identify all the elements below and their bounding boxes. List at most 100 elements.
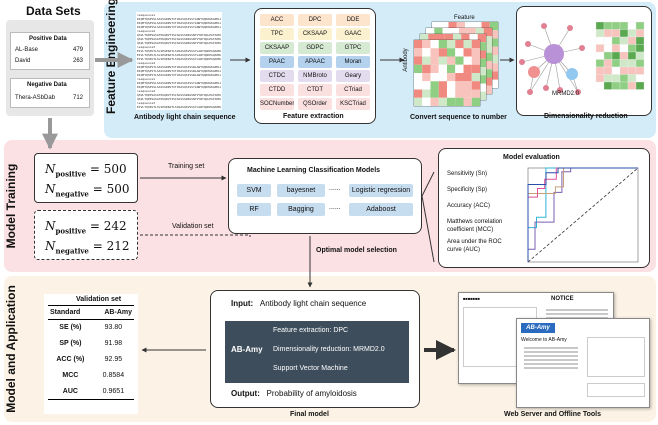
- validation-set-box: Npositive = 242 Nnegative = 212: [34, 210, 138, 260]
- dataset-count: 712: [73, 95, 84, 101]
- matrix-cell: [436, 34, 445, 43]
- feature-chip: CTriad: [336, 84, 370, 96]
- matrix-cell: [471, 97, 480, 106]
- matrix-cell: [463, 64, 472, 73]
- matrix-cell: [422, 64, 431, 73]
- matrix-cell: [463, 48, 472, 57]
- matrix-cell: [447, 64, 456, 73]
- optimal-selection-label: Optimal model selection: [316, 247, 397, 254]
- sequence-line: QSVLTQPPSASGTPGQRVTISCSGSSSNIGSNYVYWYQQL…: [137, 41, 221, 45]
- n-symbol: N: [45, 219, 56, 233]
- sequence-line: QSVLTQPPSASGTPGQRVTISCSGSSSNIGSNYVYWYQQL…: [137, 33, 221, 37]
- value-cell: 93.80: [104, 324, 123, 332]
- feature-chip: PAAC: [260, 56, 294, 68]
- matrix-cell: [455, 48, 464, 57]
- matrix-cell: [426, 28, 435, 37]
- matrix-cell: [463, 97, 472, 106]
- sequence-line: EIVLTQSPGTLSLSPGERATLSCRASQSVSSSYLAWYQQK…: [137, 53, 221, 57]
- feature-matrix-layer: [413, 39, 481, 107]
- sequence-line: EIVLTQSPGTLSLSPGERATLSCRASQSVSSSYLAWYQQK…: [137, 57, 221, 61]
- model-chip-adaboost: Adaboost: [349, 203, 413, 216]
- sequence-line: EIVLTQSPGTLSLSPGERATLSCRASQSVSSSYLAWYQQK…: [137, 105, 221, 109]
- ml-models-title: Machine Learning Classification Models: [247, 167, 381, 174]
- column-header: AB-Amy: [104, 309, 132, 316]
- value-cell: 0.8584: [102, 372, 125, 379]
- feature-network-graph: [519, 23, 585, 95]
- ab-amy-model-block: AB-Amy Feature extraction: DPC Dimension…: [225, 321, 409, 383]
- matrix-cell: [430, 97, 439, 106]
- output-label: Output:: [231, 389, 260, 398]
- matrix-cell: [471, 56, 480, 65]
- matrix-cell: [483, 28, 492, 37]
- final-model-box: Input: Antibody light chain sequence AB-…: [210, 290, 420, 408]
- matrix-cell: [447, 48, 456, 57]
- matrix-cell: [434, 28, 443, 37]
- matrix-cell: [447, 81, 456, 90]
- sequence-line: QSVLTQPPSASGTPGQRVTISCSGSSSNIGSNYVYWYQQL…: [137, 97, 221, 101]
- n-symbol: N: [45, 239, 56, 253]
- matrix-cell: [414, 81, 423, 90]
- matrix-cell: [473, 22, 482, 31]
- step-name: Dimensionality reduction: [273, 346, 350, 353]
- result-area: [587, 383, 645, 397]
- model-chip-svm: SVM: [237, 184, 271, 197]
- feature-chip: TPC: [260, 28, 294, 40]
- matrix-cell: [447, 73, 456, 82]
- feature-chip: CKSAAP: [260, 42, 294, 54]
- feature-chip: CTDD: [260, 84, 294, 96]
- matrix-cell: [477, 67, 486, 76]
- sequence-line: QSVLTQPPSASGTPGQRVTISCSGSSSNIGSNYVYWYQQL…: [137, 37, 221, 41]
- table-header-top: Validation set: [76, 296, 122, 303]
- network-node: [541, 23, 547, 29]
- matrix-cell: [438, 56, 447, 65]
- sequence-line: DIQMTQSPSSLSASVGDRVTITCRASQSISSYLNWYQQKP…: [137, 81, 221, 85]
- input-label: Input:: [231, 299, 254, 308]
- n-symbol: N: [45, 182, 56, 196]
- welcome-text: Welcome to AB-Amy: [521, 337, 567, 343]
- table-row: SE (%) 93.80: [48, 320, 134, 336]
- matrix-cell: [422, 48, 431, 57]
- pipeline-step: Feature extraction: DPC: [273, 327, 348, 334]
- positive-subscript: positive: [55, 226, 87, 236]
- roc-diagonal: [527, 167, 639, 263]
- matrix-cell: [477, 50, 486, 59]
- matrix-cell: [430, 81, 439, 90]
- validation-set-label: Validation set: [172, 223, 214, 230]
- network-node: [544, 44, 564, 64]
- metric-label: Area under the ROC curve (AUC): [447, 239, 502, 253]
- step-separator: :: [329, 327, 334, 334]
- matrix-cell: [471, 40, 480, 49]
- feature-extraction-caption: Feature extraction: [283, 113, 344, 120]
- matrix-cell: [438, 89, 447, 98]
- final-model-caption: Final model: [290, 411, 329, 418]
- matrix-cell: [455, 81, 464, 90]
- matrix-cell: [430, 40, 439, 49]
- count-value: 212: [106, 239, 130, 253]
- table-header-row: Standard AB-Amy: [48, 306, 134, 320]
- equals-sign: =: [86, 219, 104, 233]
- notice-heading: NOTICE: [551, 296, 574, 302]
- sequence-input-area: [587, 337, 645, 377]
- matrix-cell: [481, 22, 490, 31]
- matrix-cell: [430, 64, 439, 73]
- sequence-line: >sequence3: [137, 45, 156, 49]
- positive-data-title: Positive Data: [29, 36, 67, 42]
- validation-negative-count: Nnegative = 212: [45, 239, 129, 255]
- matrix-cell: [471, 81, 480, 90]
- matrix-cell: [428, 34, 437, 43]
- network-node: [528, 66, 540, 78]
- matrix-cell: [483, 36, 492, 45]
- value-cell: 92.95: [104, 356, 123, 363]
- network-node: [525, 41, 531, 47]
- matrix-cell: [422, 40, 431, 49]
- dataset-name: David: [15, 58, 31, 64]
- metric-cell: SE (%): [59, 324, 82, 332]
- negative-data-box: Negative Data Thera-ASbDab 712: [10, 78, 90, 108]
- matrix-cell: [414, 89, 423, 98]
- evaluation-title: Model evaluation: [503, 154, 560, 161]
- matrix-cell: [489, 46, 498, 55]
- sequence-line: >sequence3: [137, 101, 156, 105]
- ml-models-box: Machine Learning Classification Models S…: [228, 158, 422, 234]
- feature-chip: ACC: [260, 14, 294, 26]
